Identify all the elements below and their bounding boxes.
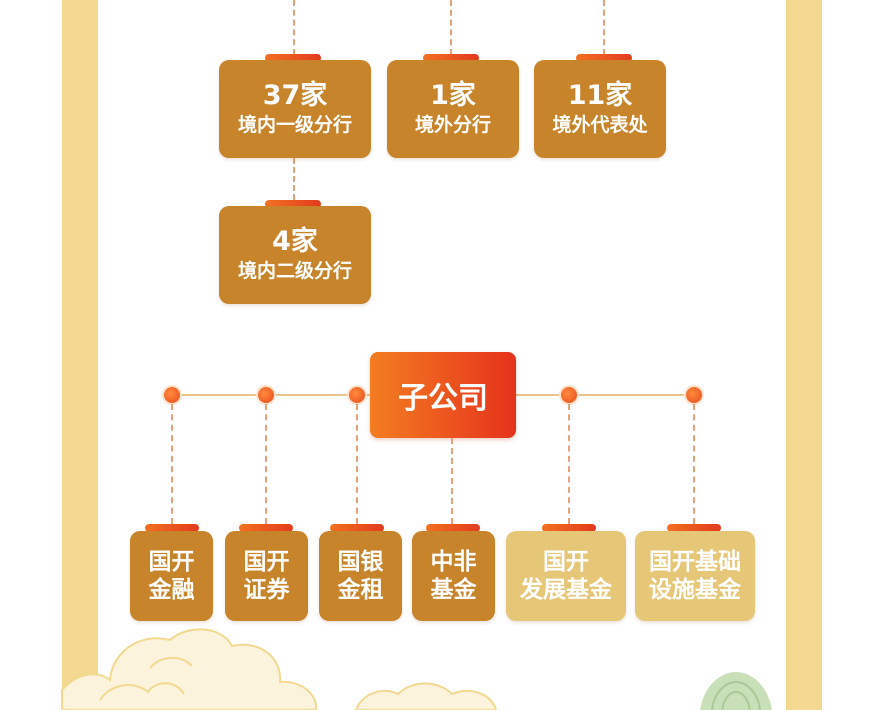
connector-top-1 (293, 0, 295, 55)
subsidiary-box-cdb-securities: 国开 证券 (225, 531, 308, 621)
connector-sub-2 (265, 404, 267, 524)
subsidiary-line1: 国银 (337, 549, 384, 575)
connector-sub-1 (171, 404, 173, 524)
subsidiary-box-development-fund: 国开 发展基金 (506, 531, 626, 621)
branch-count: 37家 (262, 80, 328, 111)
branch-box-domestic-tier2: 4家 境内二级分行 (219, 206, 371, 304)
branch-label: 境外分行 (414, 114, 491, 136)
cap-branch-1 (265, 54, 321, 62)
cap-sub-6 (667, 524, 721, 532)
branch-box-domestic-tier1: 37家 境内一级分行 (219, 60, 371, 158)
subsidiary-line2: 金租 (337, 577, 384, 603)
subsidiaries-title: 子公司 (398, 381, 488, 416)
branch-label: 境外代表处 (552, 114, 648, 136)
subsidiary-line1: 国开 (148, 549, 195, 575)
subsidiary-bus-right (516, 394, 694, 396)
subsidiary-line1: 国开 (243, 549, 290, 575)
cap-sub-2 (239, 524, 293, 532)
subsidiary-box-china-africa-fund: 中非 基金 (412, 531, 495, 621)
connector-top-2 (450, 0, 452, 55)
branch-count: 11家 (567, 80, 633, 111)
connector-branch-1-to-4 (293, 158, 295, 200)
cap-branch-4 (265, 200, 321, 208)
cap-branch-3 (576, 54, 632, 62)
connector-top-3 (603, 0, 605, 55)
frame-right-border (786, 0, 822, 710)
subsidiary-line2: 金融 (148, 577, 195, 603)
cap-sub-1 (145, 524, 199, 532)
frame-left-border (62, 0, 98, 710)
connector-sub-6 (693, 404, 695, 524)
subsidiary-line2: 发展基金 (520, 577, 612, 603)
subsidiary-box-infrastructure-fund: 国开基础 设施基金 (635, 531, 755, 621)
cap-sub-5 (542, 524, 596, 532)
bus-node-5 (561, 387, 577, 403)
subsidiary-line2: 基金 (430, 577, 477, 603)
connector-sub-5 (568, 404, 570, 524)
cap-branch-2 (423, 54, 479, 62)
bus-node-1 (164, 387, 180, 403)
connector-sub-3 (356, 404, 358, 524)
branch-count: 1家 (430, 80, 476, 111)
bus-node-3 (349, 387, 365, 403)
subsidiary-line1: 中非 (430, 549, 477, 575)
bus-node-2 (258, 387, 274, 403)
subsidiary-box-cdb-leasing: 国银 金租 (319, 531, 402, 621)
branch-box-overseas-branch: 1家 境外分行 (387, 60, 519, 158)
bus-node-6 (686, 387, 702, 403)
branch-label: 境内二级分行 (237, 260, 352, 282)
branch-label: 境内一级分行 (237, 114, 352, 136)
cap-sub-4 (426, 524, 480, 532)
subsidiaries-hub: 子公司 (370, 352, 516, 438)
connector-sub-4 (451, 438, 453, 524)
subsidiary-box-cdb-capital: 国开 金融 (130, 531, 213, 621)
subsidiary-line2: 证券 (243, 577, 290, 603)
subsidiary-line1: 国开基础 (649, 549, 741, 575)
branch-box-overseas-office: 11家 境外代表处 (534, 60, 666, 158)
subsidiary-line1: 国开 (543, 549, 589, 575)
branch-count: 4家 (272, 226, 318, 257)
cap-sub-3 (330, 524, 384, 532)
subsidiary-line2: 设施基金 (649, 577, 741, 603)
